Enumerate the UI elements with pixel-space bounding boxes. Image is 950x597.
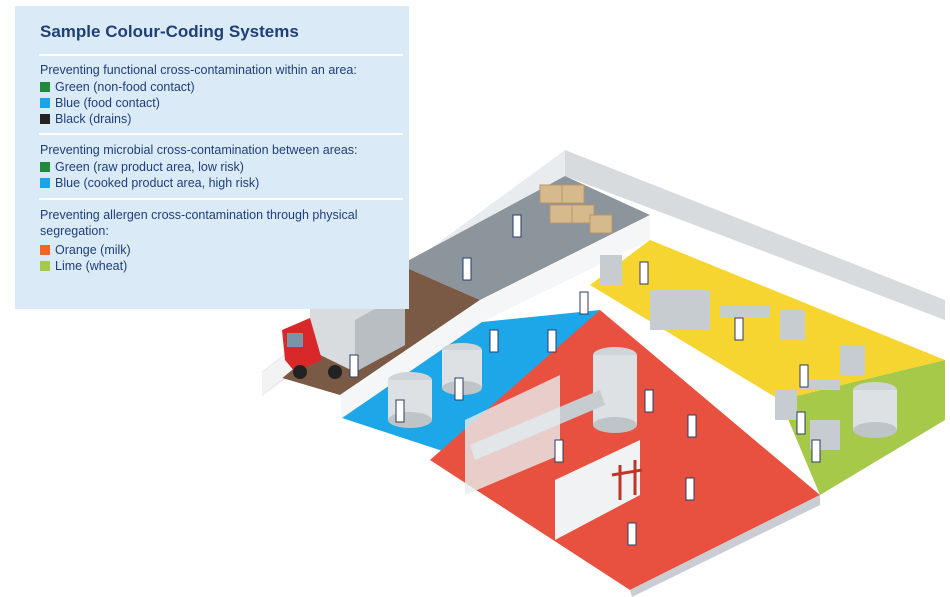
swatch-black [40, 114, 50, 124]
cooker-vessel [593, 347, 637, 433]
legend-item-green-raw: Green (raw product area, low risk) [40, 159, 244, 175]
interior-wall [340, 215, 650, 418]
legend-item-blue-food: Blue (food contact) [40, 95, 160, 111]
swatch-green [40, 82, 50, 92]
legend-item-blue-cooked: Blue (cooked product area, high risk) [40, 175, 259, 191]
legend-title: Sample Colour-Coding Systems [40, 22, 299, 41]
swatch-blue [40, 178, 50, 188]
mixing-tank [388, 372, 432, 428]
section-heading-microbial: Preventing microbial cross-contamination… [40, 143, 358, 157]
front-wall [630, 495, 820, 597]
legend-item-lime-wheat: Lime (wheat) [40, 258, 127, 274]
swatch-blue [40, 98, 50, 108]
glass-partition [465, 375, 560, 495]
divider [39, 133, 403, 135]
section-heading-functional: Preventing functional cross-contaminatio… [40, 63, 357, 77]
tool-rack-red [611, 460, 643, 500]
workers [349, 214, 821, 546]
section-heading-allergen: Preventing allergen cross-contamination … [40, 208, 358, 238]
conveyor-line-yellow [600, 255, 805, 340]
swatch-lime [40, 261, 50, 271]
crates-stack [539, 184, 613, 234]
swatch-green [40, 162, 50, 172]
colour-coding-legend: Sample Colour-Coding Systems Preventing … [15, 6, 409, 309]
lime-tank [853, 382, 897, 438]
swatch-orange [40, 245, 50, 255]
legend-item-black-drains: Black (drains) [40, 111, 131, 127]
back-wall-top [565, 150, 945, 320]
divider [39, 54, 403, 56]
legend-item-orange-milk: Orange (milk) [40, 242, 131, 258]
legend-item-green-nonfood: Green (non-food contact) [40, 79, 195, 95]
divider [39, 198, 403, 200]
